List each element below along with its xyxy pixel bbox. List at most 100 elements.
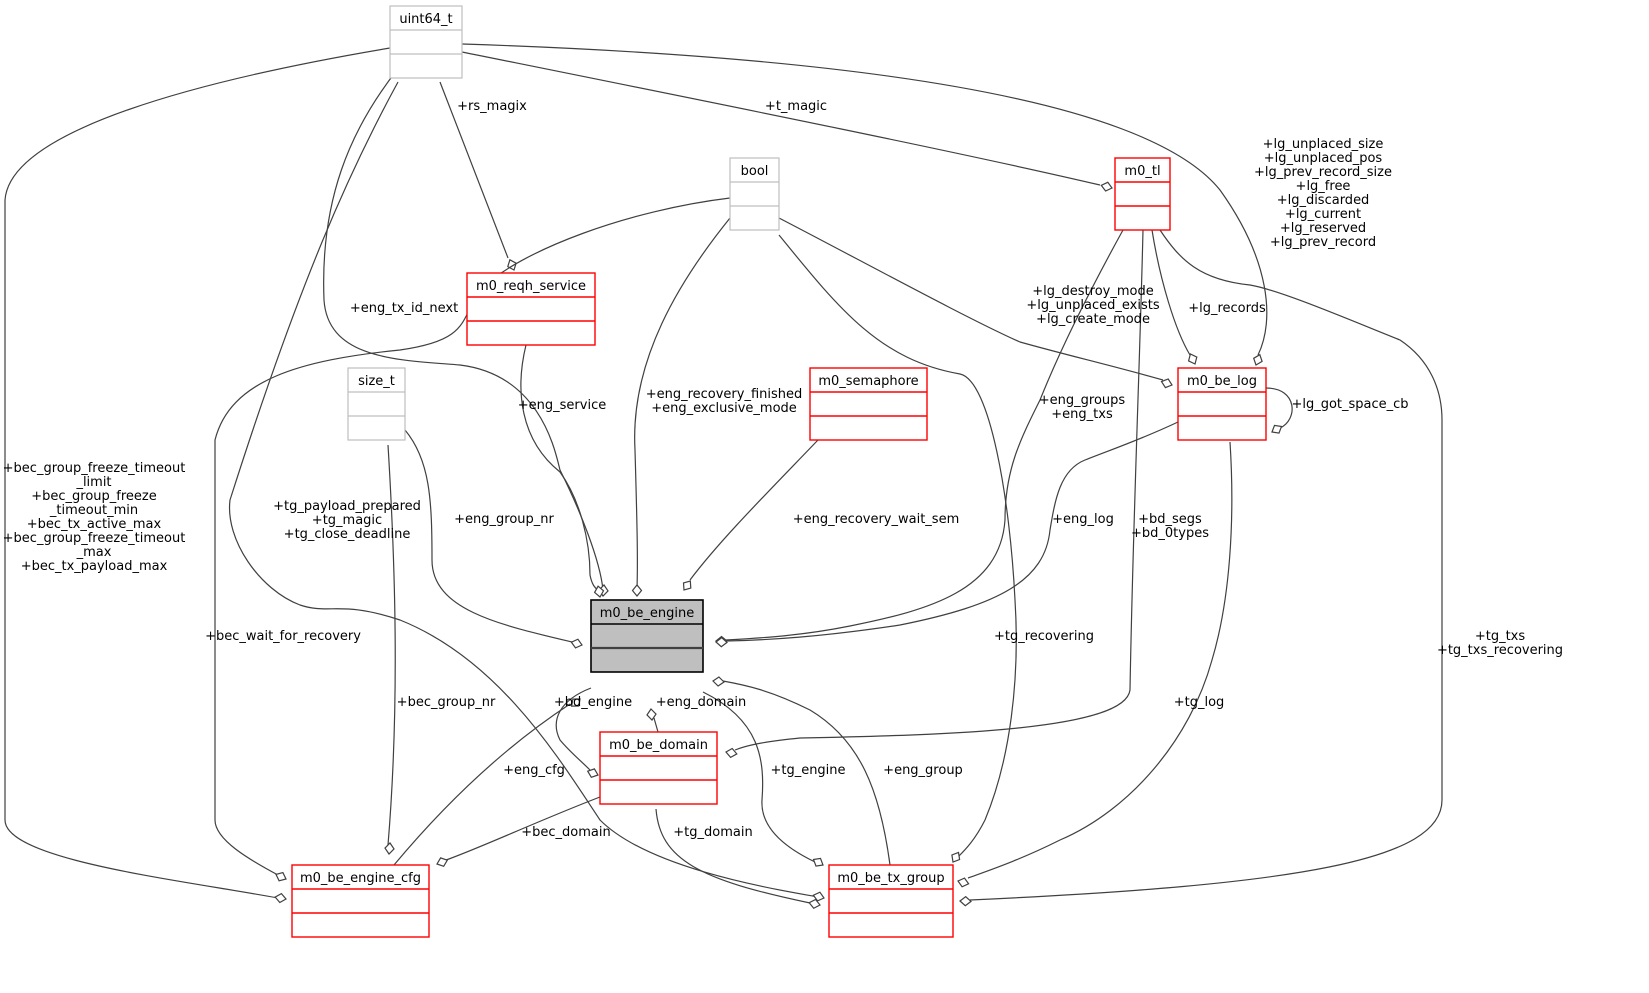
class-node-m0_be_engine[interactable]: m0_be_engine — [590, 599, 704, 673]
aggregation-diamond-icon — [275, 871, 287, 882]
class-node-m0_reqh_service[interactable]: m0_reqh_service — [466, 272, 596, 346]
edge-label-line: _limit — [75, 475, 111, 490]
edge-size_t-to-m0_be_engine — [404, 429, 583, 649]
edge-label-line: +eng_domain — [656, 695, 747, 710]
edge-m0_be_log-to-m0_be_log — [1265, 387, 1293, 434]
class-name: m0_be_tx_group — [837, 871, 944, 886]
edge-label: +lg_unplaced_size+lg_unplaced_pos+lg_pre… — [1254, 137, 1392, 250]
class-box — [291, 864, 430, 938]
edge-label-line: +lg_unplaced_size — [1263, 137, 1384, 152]
edge-label-line: +lg_prev_record — [1270, 235, 1376, 250]
class-node-m0_tl[interactable]: m0_tl — [1114, 157, 1171, 231]
edge-line — [387, 444, 396, 846]
edge-uint64_t-to-m0_be_log — [461, 43, 1268, 366]
edge-label: +bec_group_nr — [397, 695, 496, 710]
edge-label: +bec_group_freeze_timeout_limit+bec_grou… — [3, 461, 186, 574]
edge-m0_be_tx_group-to-m0_be_engine — [712, 676, 891, 866]
edge-label: +eng_log — [1052, 512, 1114, 527]
edge-line — [520, 344, 599, 591]
edge-labels-layer: +eng_tx_id_next+rs_magix+t_magic+lg_unpl… — [3, 99, 1563, 840]
edge-uint64_t-to-m0_tl — [461, 51, 1113, 192]
aggregation-diamond-icon — [586, 768, 599, 779]
class-box — [1114, 157, 1171, 231]
edge-line — [445, 796, 601, 861]
edge-label-line: +tg_recovering — [994, 629, 1094, 644]
aggregation-diamond-icon — [957, 877, 970, 888]
edge-label: +lg_got_space_cb — [1291, 397, 1408, 412]
class-node-uint64_t[interactable]: uint64_t — [389, 5, 463, 79]
edge-label: +tg_log — [1174, 695, 1225, 710]
edge-line — [653, 717, 659, 733]
class-node-m0_be_tx_group[interactable]: m0_be_tx_group — [828, 864, 954, 938]
edge-label-line: +eng_exclusive_mode — [651, 401, 797, 416]
edge-uint64_t-to-m0_be_engine_cfg — [4, 47, 391, 904]
class-box — [809, 367, 928, 441]
edge-label: +eng_recovery_finished+eng_exclusive_mod… — [646, 387, 803, 416]
edge-m0_be_domain-to-m0_be_engine_cfg — [436, 796, 601, 868]
edge-m0_be_log-to-m0_be_tx_group — [957, 441, 1233, 888]
class-node-m0_be_log[interactable]: m0_be_log — [1177, 367, 1267, 441]
class-name: m0_reqh_service — [476, 279, 586, 294]
edge-label-line: +bd_0types — [1131, 526, 1209, 541]
edge-line — [778, 234, 1017, 858]
edge-label-line: +lg_unplaced_exists — [1026, 298, 1159, 313]
edge-label-line: +lg_destroy_mode — [1032, 284, 1153, 299]
edge-label-line: +tg_txs_recovering — [1437, 643, 1563, 658]
edge-bool-to-m0_be_tx_group — [778, 234, 1017, 863]
edge-label-line: +bec_group_nr — [397, 695, 496, 710]
edge-line — [725, 421, 1179, 642]
edge-line — [323, 69, 604, 591]
edge-line — [689, 439, 819, 581]
aggregation-diamond-icon — [959, 895, 972, 907]
edge-label: +bec_domain — [521, 825, 610, 840]
edge-label-line: +eng_groups — [1039, 393, 1126, 408]
edge-line — [393, 703, 571, 866]
edge-label-line: +t_magic — [765, 99, 827, 114]
edge-label-line: +lg_create_mode — [1036, 312, 1150, 327]
edge-label: +eng_group_nr — [454, 512, 554, 527]
edge-label-line: +bec_tx_payload_max — [21, 559, 168, 574]
edge-label-line: +bec_domain — [521, 825, 610, 840]
edge-bool-to-m0_be_log — [778, 217, 1173, 389]
class-node-m0_semaphore[interactable]: m0_semaphore — [809, 367, 928, 441]
edges-layer — [4, 43, 1443, 910]
edge-line — [702, 691, 816, 863]
edge-label-line: +tg_log — [1174, 695, 1225, 710]
edge-label: +tg_payload_prepared+tg_magic+tg_close_d… — [273, 499, 421, 542]
edge-m0_tl-to-m0_be_tx_group — [959, 229, 1443, 907]
class-name: bool — [741, 164, 769, 179]
edge-label-line: +bec_group_freeze — [31, 489, 157, 504]
edge-m0_reqh_service-to-m0_be_engine — [520, 344, 605, 598]
class-name: size_t — [358, 374, 395, 389]
aggregation-diamond-icon — [812, 891, 825, 902]
edge-line — [634, 217, 731, 589]
aggregation-diamond-icon — [384, 842, 395, 855]
class-name: m0_semaphore — [818, 374, 918, 389]
edge-m0_tl-to-m0_be_domain — [725, 229, 1144, 759]
edge-label: +bd_segs+bd_0types — [1131, 512, 1209, 541]
class-node-size_t[interactable]: size_t — [347, 367, 406, 441]
edge-bool-to-m0_be_engine_cfg — [214, 197, 731, 882]
aggregation-diamond-icon — [715, 636, 728, 648]
edge-label-line: +eng_tx_id_next — [350, 301, 458, 316]
class-node-m0_be_engine_cfg[interactable]: m0_be_engine_cfg — [291, 864, 430, 938]
edge-m0_be_domain-to-m0_be_engine — [646, 708, 659, 733]
aggregation-diamond-icon — [1100, 181, 1113, 192]
class-box — [389, 5, 463, 79]
edge-line — [725, 229, 1124, 641]
edge-label: +eng_groups+eng_txs — [1039, 393, 1126, 422]
class-node-bool[interactable]: bool — [729, 157, 780, 231]
class-name: m0_be_domain — [609, 738, 708, 753]
aggregation-diamond-icon — [812, 857, 824, 867]
edge-label-line: +eng_group — [883, 763, 963, 778]
class-name: uint64_t — [399, 12, 452, 27]
edge-label: +bec_wait_for_recovery — [205, 629, 361, 644]
class-node-m0_be_domain[interactable]: m0_be_domain — [599, 731, 718, 805]
class-box — [1177, 367, 1267, 441]
edge-line — [1265, 387, 1293, 429]
edge-line — [228, 81, 819, 898]
edge-label-line: +bec_wait_for_recovery — [205, 629, 361, 644]
edge-label-line: +tg_domain — [673, 825, 752, 840]
